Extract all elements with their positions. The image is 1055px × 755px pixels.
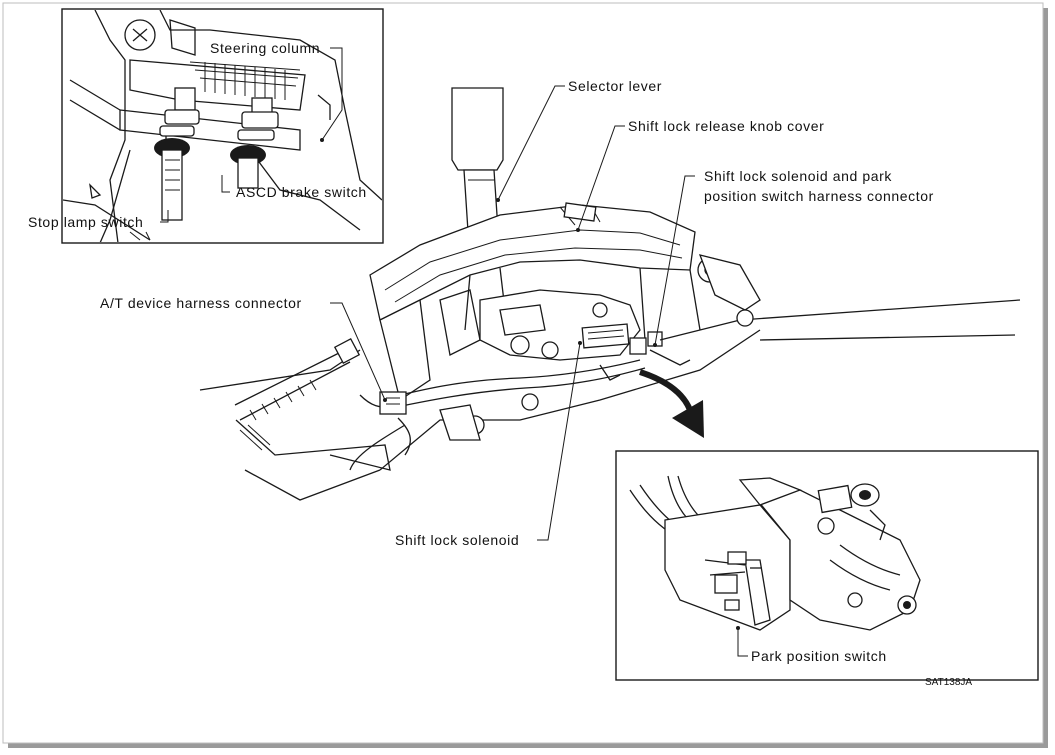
inset-frame-top-left (61, 8, 384, 244)
figure-code: SAT138JA (925, 677, 972, 688)
label-ascd-brake-switch: ASCD brake switch (236, 184, 367, 200)
label-selector-lever: Selector lever (568, 78, 662, 94)
label-stop-lamp-switch: Stop lamp switch (28, 214, 143, 230)
park-switch-drawing (629, 475, 921, 631)
label-at-device-harness-connector: A/T device harness connector (100, 295, 302, 311)
label-shift-lock-solenoid-park-line1: Shift lock solenoid and park (704, 168, 892, 184)
steering-column-drawing (63, 10, 382, 242)
inset-steering-column: Steering column ASCD brake switch (61, 8, 384, 244)
main-drawing-shift-device (199, 87, 1021, 501)
label-steering-column: Steering column (210, 40, 320, 56)
inset-park-position-switch: Park position switch (615, 450, 1039, 681)
label-shift-lock-solenoid-park-line2: position switch harness connector (704, 188, 934, 204)
label-shift-lock-solenoid: Shift lock solenoid (395, 532, 519, 548)
label-park-position-switch: Park position switch (751, 648, 887, 664)
label-shift-lock-release-knob-cover: Shift lock release knob cover (628, 118, 824, 134)
callout-arrow (639, 369, 693, 412)
callout-arrowhead (672, 400, 704, 438)
